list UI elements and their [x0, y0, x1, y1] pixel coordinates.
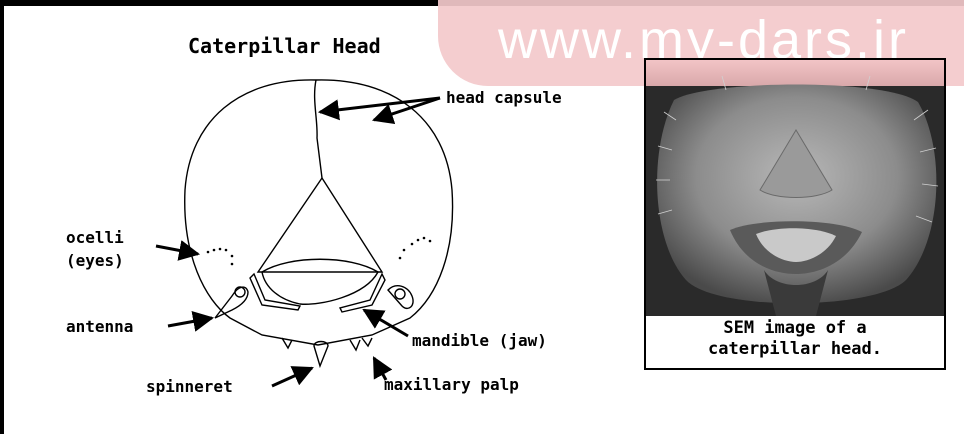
label-head-capsule: head capsule — [446, 88, 562, 107]
label-mandible: mandible (jaw) — [412, 331, 547, 350]
frons-triangle — [258, 178, 382, 272]
sem-caption-line-1: SEM image of a — [646, 318, 944, 339]
labrum — [262, 259, 378, 304]
right-mandible — [340, 274, 385, 312]
label-ocelli: ocelli — [66, 228, 124, 247]
arrow-spinneret — [272, 368, 312, 386]
caterpillar-head-diagram — [0, 0, 640, 434]
label-spinneret: spinneret — [146, 377, 233, 396]
sem-image-panel: SEM image of a caterpillar head. — [644, 58, 946, 370]
label-maxillary-palp: maxillary palp — [384, 375, 519, 394]
arrow-mandible — [364, 310, 408, 336]
ocelli-dots — [207, 237, 432, 266]
left-antenna — [215, 287, 248, 318]
label-eyes: (eyes) — [66, 251, 124, 270]
sem-caption-line-2: caterpillar head. — [646, 339, 944, 360]
sem-caption: SEM image of a caterpillar head. — [646, 318, 944, 360]
arrow-antenna — [168, 318, 212, 326]
sem-photo — [646, 60, 944, 316]
arrow-ocelli — [156, 246, 198, 254]
epicranial-suture — [315, 80, 322, 178]
label-antenna: antenna — [66, 317, 133, 336]
